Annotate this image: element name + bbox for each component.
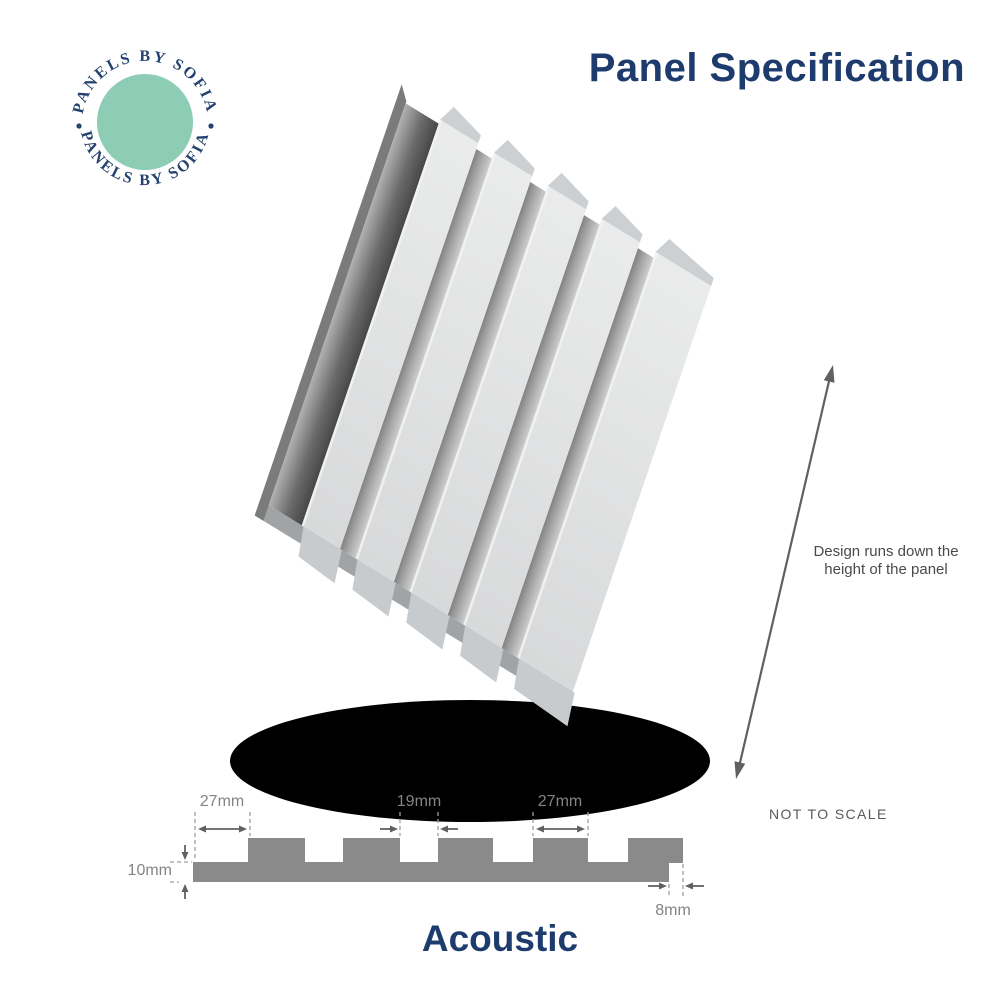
- slat: [517, 251, 712, 692]
- dim-slat-width: 27mm: [538, 793, 582, 810]
- height-arrow: [734, 365, 835, 779]
- panel-3d-render: [254, 84, 714, 727]
- slat: [355, 152, 533, 582]
- brand-logo: PANELS BY SOFIA PANELS BY SOFIA: [70, 48, 218, 189]
- cross-section-profile: [193, 838, 683, 882]
- panel-shadow: [230, 700, 710, 822]
- slat: [301, 119, 479, 549]
- ring-dot-left: [76, 123, 82, 129]
- ring-dot-right: [208, 123, 214, 129]
- product-name: Acoustic: [421, 918, 579, 959]
- panel-shadow-groove: [268, 103, 439, 526]
- logo-circle: [97, 74, 193, 170]
- dim-left-gap: 27mm: [200, 793, 244, 810]
- dim-edge-step: 8mm: [655, 902, 691, 919]
- design-note: Design runs down the height of the panel: [813, 543, 959, 578]
- slat: [409, 185, 587, 615]
- dim-panel-thickness: 10mm: [128, 862, 172, 879]
- not-to-scale-note: NOT TO SCALE: [769, 806, 888, 822]
- slat: [463, 218, 640, 648]
- dim-groove-width: 19mm: [397, 793, 441, 810]
- page-title: Panel Specification: [588, 46, 965, 90]
- cross-section-diagram: 27mm 19mm 27mm 10mm 8mm: [128, 793, 704, 919]
- panel-left-edge: [254, 84, 407, 521]
